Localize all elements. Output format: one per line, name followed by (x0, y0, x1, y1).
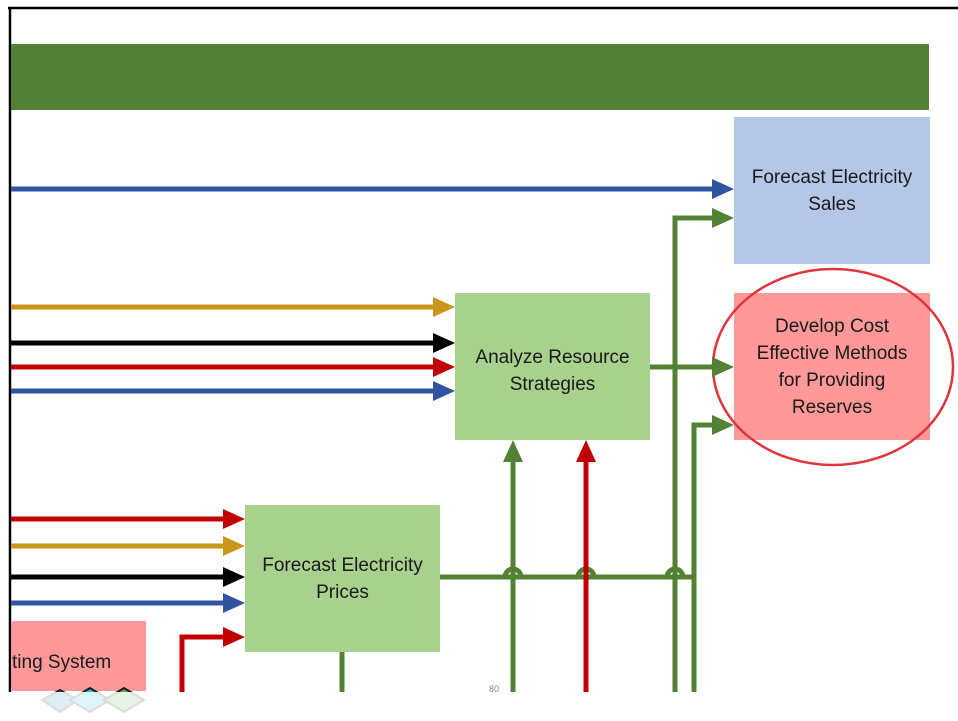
forecast-sales-box[interactable] (734, 117, 930, 264)
crossover-bump-3 (664, 566, 686, 578)
arrowhead-black-analyze (433, 333, 455, 353)
arrowhead-red-elbow-prices (223, 627, 245, 647)
arrowhead-red-analyze-bottom (576, 440, 596, 462)
partial-system-box[interactable] (11, 621, 146, 691)
develop-cost-box[interactable] (734, 293, 930, 440)
analyze-resource-box[interactable] (455, 293, 650, 440)
arrowhead-green-develop (712, 357, 734, 377)
header-bar (11, 44, 929, 110)
arrowhead-gold-prices (223, 536, 245, 556)
arrow-green-up-to-develop (691, 422, 712, 692)
arrowhead-black-prices (223, 567, 245, 587)
page-number: 80 (489, 684, 500, 694)
arrowhead-blue-sales (712, 179, 734, 199)
arrowhead-green-sales (712, 208, 734, 228)
arrowhead-green-develop-lower (712, 415, 734, 435)
arrow-green-up-to-sales (672, 215, 712, 692)
arrow-red-elbow-to-prices (179, 634, 223, 692)
bottom-band (11, 692, 958, 721)
arrowhead-gold-analyze (433, 297, 455, 317)
arrowhead-blue-analyze (433, 381, 455, 401)
arrowhead-red-analyze (433, 357, 455, 377)
forecast-prices-box[interactable] (245, 505, 440, 652)
partial-system-label: ting System (12, 652, 112, 673)
arrowhead-green-analyze (503, 440, 523, 462)
arrowhead-blue-prices (223, 593, 245, 613)
arrowhead-red-prices (223, 509, 245, 529)
